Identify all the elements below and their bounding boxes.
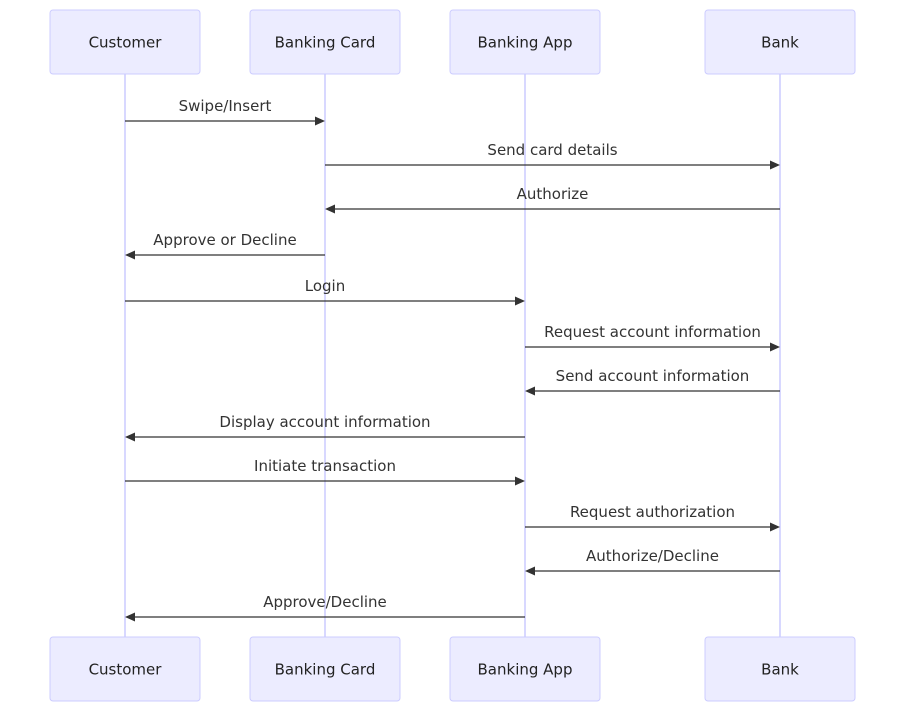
- message-8: Display account information: [125, 413, 525, 442]
- participant-card-bottom: Banking Card: [249, 636, 401, 702]
- message-label: Approve/Decline: [263, 593, 387, 611]
- arrowhead-icon: [125, 612, 135, 622]
- arrowhead-icon: [515, 476, 525, 486]
- message-label: Display account information: [219, 413, 430, 431]
- arrowhead-icon: [770, 522, 780, 532]
- participant-box: [49, 636, 201, 702]
- message-label: Login: [305, 277, 345, 295]
- message-1: Swipe/Insert: [125, 97, 325, 126]
- arrowhead-icon: [770, 160, 780, 170]
- message-4: Approve or Decline: [125, 231, 325, 260]
- participant-label: Banking Card: [275, 34, 376, 52]
- message-label: Request authorization: [570, 503, 735, 521]
- participant-box: [704, 636, 856, 702]
- message-label: Initiate transaction: [254, 457, 396, 475]
- message-label: Send account information: [556, 367, 750, 385]
- message-label: Authorize: [517, 185, 589, 203]
- participant-box: [249, 636, 401, 702]
- arrowhead-icon: [125, 432, 135, 442]
- participant-customer-bottom: Customer: [49, 636, 201, 702]
- participant-app-bottom: Banking App: [449, 636, 601, 702]
- message-label: Request account information: [544, 323, 761, 341]
- participant-customer-top: Customer: [49, 9, 201, 75]
- participant-box: [449, 636, 601, 702]
- message-label: Send card details: [487, 141, 617, 159]
- participant-label: Banking App: [478, 661, 573, 679]
- message-2: Send card details: [325, 141, 780, 170]
- participant-label: Customer: [89, 661, 163, 679]
- message-6: Request account information: [525, 323, 780, 352]
- participants-bottom: Customer Banking Card Banking App Bank: [49, 636, 856, 702]
- participant-label: Customer: [89, 34, 163, 52]
- arrowhead-icon: [770, 342, 780, 352]
- participant-bank-top: Bank: [704, 9, 856, 75]
- participant-bank-bottom: Bank: [704, 636, 856, 702]
- message-7: Send account information: [525, 367, 780, 396]
- message-3: Authorize: [325, 185, 780, 214]
- arrowhead-icon: [515, 296, 525, 306]
- message-9: Initiate transaction: [125, 457, 525, 486]
- participant-box: [249, 9, 401, 75]
- message-label: Approve or Decline: [153, 231, 296, 249]
- arrowhead-icon: [315, 116, 325, 126]
- message-label: Swipe/Insert: [179, 97, 272, 115]
- message-12: Approve/Decline: [125, 593, 525, 622]
- arrowhead-icon: [525, 566, 535, 576]
- participant-box: [449, 9, 601, 75]
- participants-top: Customer Banking Card Banking App Bank: [49, 9, 856, 75]
- participant-label: Bank: [761, 661, 799, 679]
- message-10: Request authorization: [525, 503, 780, 532]
- participant-box: [49, 9, 201, 75]
- arrowhead-icon: [325, 204, 335, 214]
- message-label: Authorize/Decline: [586, 547, 719, 565]
- message-11: Authorize/Decline: [525, 547, 780, 576]
- lifelines: [124, 74, 781, 637]
- arrowhead-icon: [525, 386, 535, 396]
- participant-label: Banking Card: [275, 661, 376, 679]
- participant-label: Banking App: [478, 34, 573, 52]
- participant-app-top: Banking App: [449, 9, 601, 75]
- arrowhead-icon: [125, 250, 135, 260]
- participant-label: Bank: [761, 34, 799, 52]
- participant-box: [704, 9, 856, 75]
- participant-card-top: Banking Card: [249, 9, 401, 75]
- message-5: Login: [125, 277, 525, 306]
